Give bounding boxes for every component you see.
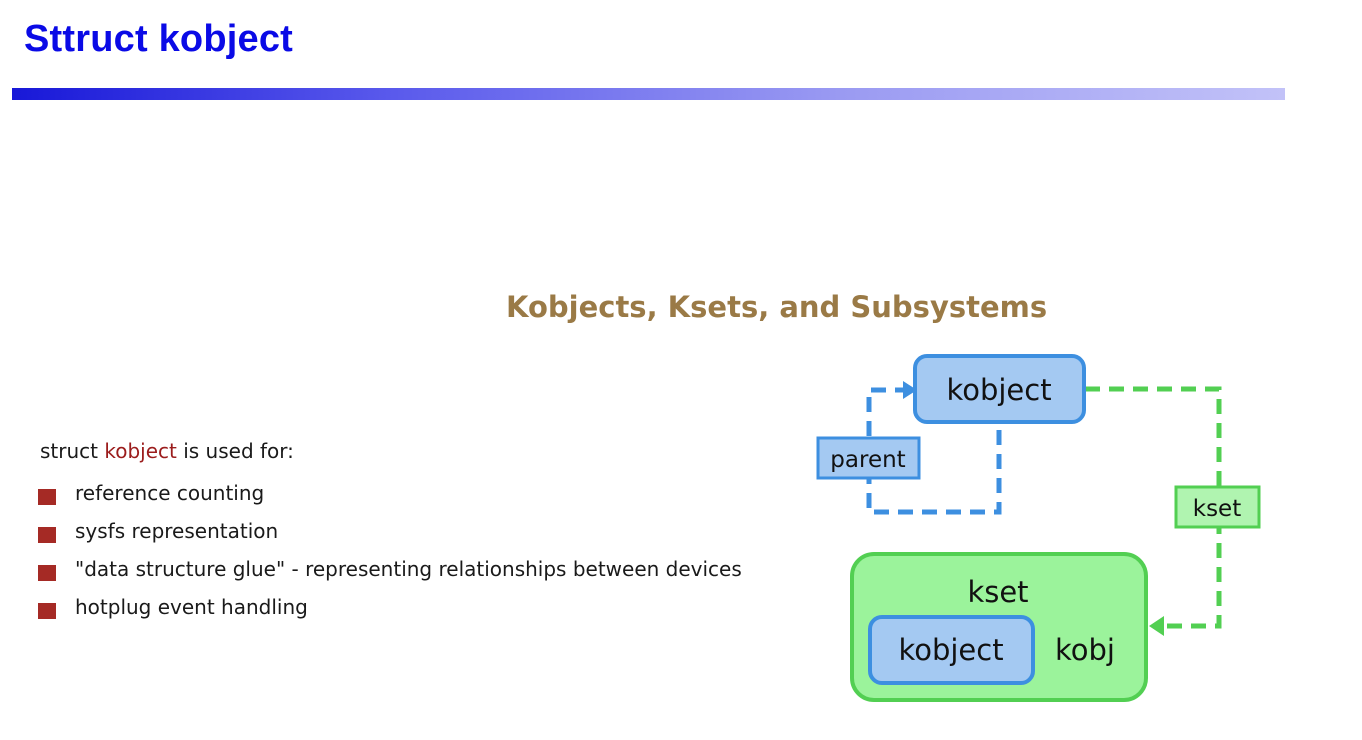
intro-keyword: kobject [104, 439, 177, 463]
kset-arrowhead-icon [1149, 616, 1164, 636]
kset-tag-label: kset [1193, 496, 1241, 522]
intro-prefix: struct [40, 439, 105, 463]
bullet-square-icon [38, 527, 56, 543]
parent-tag [816, 436, 921, 480]
intro-text: struct kobject is used for: [40, 439, 294, 463]
parent-tag-label: parent [830, 447, 905, 473]
parent-arrowhead-icon [903, 381, 917, 399]
slide-title: Sttruct kobject [24, 18, 294, 60]
list-item: "data structure glue" - representing rel… [38, 557, 742, 595]
diagram-title: Kobjects, Ksets, and Subsystems [506, 290, 1048, 324]
parent-pointer-line [866, 387, 1002, 515]
kobject-box [913, 354, 1086, 424]
intro-suffix: is used for: [176, 439, 294, 463]
list-item: hotplug event handling [38, 595, 742, 633]
bullet-square-icon [38, 603, 56, 619]
uses-list: reference counting sysfs representation … [38, 481, 742, 633]
inner-kobject-box [868, 615, 1035, 685]
list-item-text: hotplug event handling [75, 595, 308, 619]
kobject-box-label: kobject [946, 373, 1051, 407]
kset-tag [1174, 485, 1261, 529]
list-item-text: reference counting [75, 481, 265, 505]
kset-container-label: kset [967, 575, 1028, 609]
list-item-text: sysfs representation [75, 519, 279, 543]
bullet-square-icon [38, 489, 56, 505]
list-item: sysfs representation [38, 519, 742, 557]
kobj-field-label: kobj [1055, 633, 1115, 667]
bullet-square-icon [38, 565, 56, 581]
inner-kobject-label: kobject [898, 633, 1003, 667]
list-item-text: "data structure glue" - representing rel… [75, 557, 742, 581]
list-item: reference counting [38, 481, 742, 519]
title-underline-bar [12, 88, 1285, 100]
